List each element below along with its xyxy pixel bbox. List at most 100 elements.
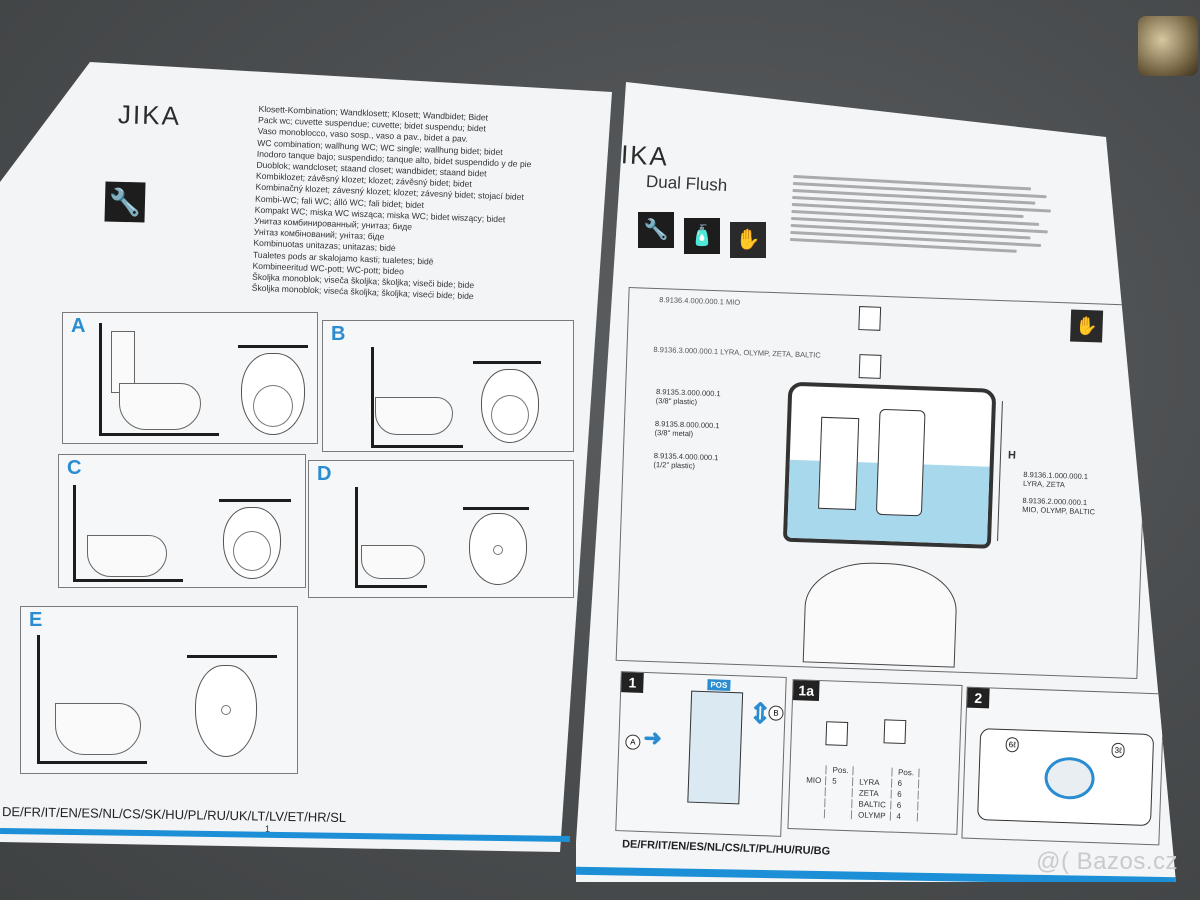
wrench-icon: 🔧 [638,212,674,248]
jika-logo: JIKA [117,99,182,131]
part-label-mio: 8.9136.4.000.000.1 MIO [659,295,740,307]
step-number: 1 [621,672,644,693]
hand-question-icon: ✋ [730,222,766,258]
table-cell [802,764,827,775]
flush-valve-lyra [883,719,907,745]
model-pos: 4 [892,811,918,822]
page-number: 1 [265,824,271,834]
litre-mark: ℓ [1013,740,1016,750]
floor-line [37,761,147,764]
language-codes: DE/FR/IT/EN/ES/NL/CS/SK/HU/PL/RU/UK/LT/L… [1,803,347,826]
floor-line [99,433,219,436]
part-name: LYRA, OLYMP, ZETA, BALTIC [720,347,821,360]
panel-d-letter: D [317,463,332,485]
wrench-icon: 🔧 [104,181,146,223]
model-pos: 6 [892,800,919,811]
panel-e: E [20,606,298,774]
panel-d: D [308,460,574,598]
language-codes: DE/FR/IT/EN/ES/NL/CS/LT/PL/HU/RU/BG [621,838,831,858]
callout-button-left: 6ℓ [1005,736,1020,753]
wall-line [355,487,358,587]
bowl-opening [253,385,293,427]
panel-a: A [62,312,318,444]
wall-line-top [219,499,291,502]
flush-valve-lyra [858,354,882,379]
step-number: 1a [792,680,820,702]
part-label-lyra-zeta: 8.9136.1.000.000.1 LYRA, ZETA [1023,470,1088,490]
step-number: 2 [966,687,990,709]
wall-line [73,485,76,581]
litre-mark: ℓ [1118,745,1122,756]
wall-line [99,323,102,435]
table-cell [855,766,893,777]
wall-line-top [187,655,277,658]
product-subtitle: Dual Flush [645,171,728,196]
part-label-fill-valve-2: 8.9135.8.000.000.1 (3/8" metal) [654,419,719,439]
model-name: BALTIC [854,799,892,810]
flush-valve-mio [825,721,849,747]
cistern-cross-section [782,381,997,549]
part-label-fill-valve-1: 8.9135.3.000.000.1 (3/8" plastic) [656,387,721,407]
table-cell [826,809,853,820]
panel-c-letter: C [67,457,82,479]
part-label-lyra: 8.9136.3.000.000.1 LYRA, OLYMP, ZETA, BA… [653,345,821,360]
model-pos: 6 [893,789,919,800]
fill-valve-mechanism [818,416,860,511]
height-dimension-line [997,401,1003,542]
part-name: MIO, OLYMP, BALTIC [1022,504,1096,517]
callout-button-right: 3ℓ [1111,742,1125,759]
toilet-side-view [87,535,167,577]
toilet-bowl-outline [802,560,959,668]
model-name: ZETA [854,788,892,799]
panel-a-letter: A [71,315,86,337]
table-cell [801,797,826,808]
cleaning-icon: 🧴 [684,218,720,254]
panel-e-letter: E [29,609,43,631]
callout-b: B [768,705,784,721]
table-cell [827,787,854,798]
panel-b-letter: B [331,323,346,345]
bidet-drain [221,705,231,715]
bowl-opening [233,531,271,571]
model-pos: 6 [893,778,919,789]
part-code: 8.9136.3.000.000.1 [653,344,719,357]
height-dimension-label: H [1007,449,1017,462]
cistern-diagram-frame: ✋ 8.9136.4.000.000.1 MIO 8.9136.3.000.00… [615,287,1151,679]
wall-line [37,635,40,763]
model-name: OLYMP [853,810,891,821]
flush-valve-mechanism [875,408,926,517]
table-cell [827,798,853,809]
model-pos: 5 [828,776,854,787]
wall-line-top [463,507,529,510]
wall-line-top [473,361,541,364]
flush-valve-mio [858,306,882,331]
position-tag: POS [707,679,731,691]
bidet-side-view [55,703,141,755]
wall-line [371,347,374,447]
bidet-drain [493,545,503,555]
cistern-side [111,331,135,393]
table-cell [800,808,826,819]
step-2-panel: 2 6ℓ 3ℓ [961,686,1165,846]
part-label-mio-olymp: 8.9136.2.000.000.1 MIO, OLYMP, BALTIC [1022,496,1096,517]
toilet-side-view [119,383,201,430]
bowl-opening [491,395,529,435]
product-names-list: Klosett-Kombination; Wandklosett; Kloset… [251,104,588,307]
bazos-watermark: @( Bazos.cz [1036,848,1178,875]
instruction-sheet-right: JIKA Dual Flush 🔧 🧴 ✋ ✋ 8.9136.4.000.000… [576,82,1176,882]
step-1-panel: 1 POS ➜ ⇕ A B [615,671,787,837]
model-name: LYRA [855,777,892,788]
table-cell [801,786,827,797]
instruction-sheet-left: JIKA 🔧 Klosett-Kombination; Wandklosett;… [0,62,612,852]
floor-line [73,579,183,582]
wallhung-toilet-side [375,397,453,435]
part-name: MIO [725,297,741,307]
part-code: 8.9136.4.000.000.1 [659,295,725,307]
pos-header: Pos. [828,765,854,776]
pos-header: Pos. [893,767,920,778]
warning-text-block [789,174,1063,273]
floor-line [355,585,427,588]
panel-c: C [58,454,306,588]
